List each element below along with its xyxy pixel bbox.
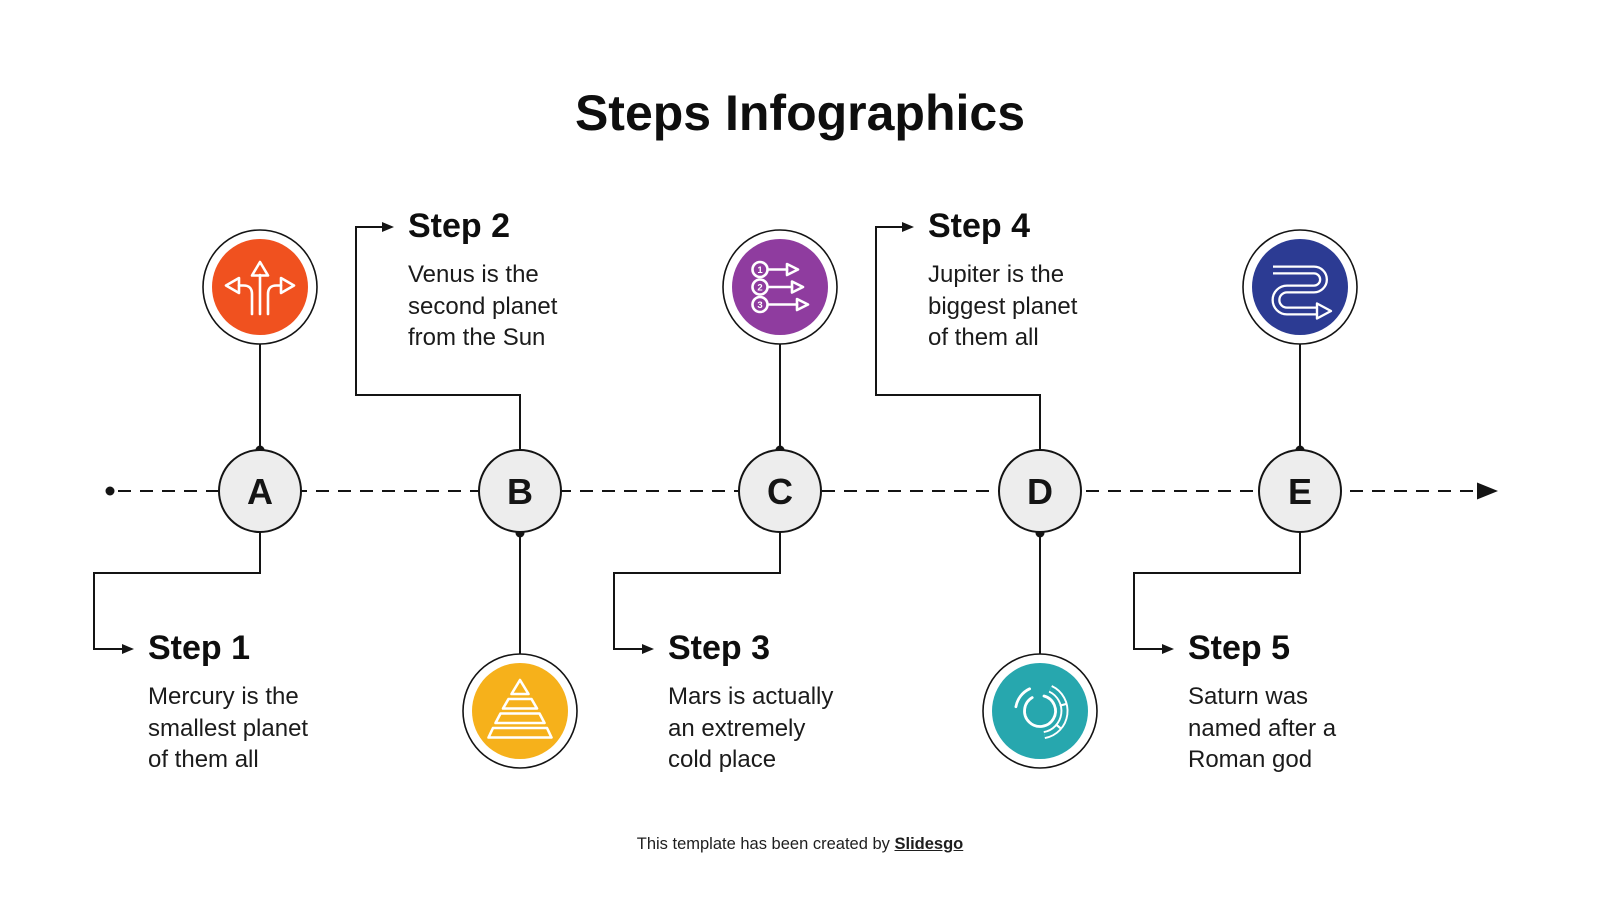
step-3-description: Mars is actually an extremely cold place	[668, 683, 834, 773]
elbow-connector	[875, 226, 1041, 450]
step-3-icon-badge: 1 2 3	[722, 229, 838, 345]
node-d-label: D	[1027, 471, 1053, 512]
elbow-arrow-icon	[122, 644, 134, 654]
step-4-icon-badge	[982, 653, 1098, 769]
branching-arrows-icon	[224, 260, 296, 316]
step-3-text-block: Step 3 Mars is actually an extremely col…	[668, 628, 918, 776]
step-2-group: B	[355, 222, 578, 769]
step-4-description: Jupiter is the biggest planet of them al…	[928, 261, 1078, 351]
step-5-description: Saturn was named after a Roman god	[1188, 683, 1337, 773]
step-5-icon-badge	[1242, 229, 1358, 345]
node-d	[998, 449, 1082, 533]
elbow-arrow-icon	[642, 644, 654, 654]
node-b	[478, 449, 562, 533]
elbow-arrow-icon	[1162, 644, 1174, 654]
svg-text:3: 3	[757, 300, 762, 311]
step-3-group: C 1 2 3	[613, 229, 838, 654]
slidesgo-link[interactable]: Slidesgo	[894, 835, 964, 853]
donut-segments-icon	[1014, 685, 1069, 740]
page-title: Steps Infographics	[574, 85, 1026, 141]
elbow-connector	[613, 532, 781, 650]
step-5-group: E	[1133, 229, 1358, 654]
winding-arrow-icon	[1271, 265, 1333, 320]
timeline-arrow-icon	[1477, 482, 1498, 500]
step-1-text-block: Step 1 Mercury is the smallest planet of…	[148, 628, 398, 776]
node-a	[218, 449, 302, 533]
icon-color-circle	[992, 663, 1088, 759]
step-5-text-block: Step 5 Saturn was named after a Roman go…	[1188, 628, 1438, 776]
elbow-connector	[1133, 532, 1301, 650]
step-4-group: D	[875, 222, 1098, 769]
footer-credit-text: This template has been created by	[636, 835, 895, 853]
node-e-label: E	[1288, 471, 1312, 512]
step-4-text-block: Step 4 Jupiter is the biggest planet of …	[928, 206, 1178, 354]
step-1-description: Mercury is the smallest planet of them a…	[148, 683, 309, 773]
step-4-title: Step 4	[928, 207, 1031, 245]
node-c-label: C	[767, 471, 793, 512]
step-2-text-block: Step 2 Venus is the second planet from t…	[408, 206, 658, 354]
elbow-connector	[93, 532, 261, 650]
step-3-title: Step 3	[668, 629, 771, 667]
elbow-connector	[355, 226, 521, 450]
footer-credit: This template has been created by Slides…	[0, 835, 1600, 854]
step-5-title: Step 5	[1188, 629, 1291, 667]
layered-pyramid-icon	[487, 678, 553, 739]
svg-text:1: 1	[757, 265, 763, 276]
step-1-title: Step 1	[148, 629, 251, 667]
elbow-arrow-icon	[902, 222, 914, 232]
timeline-start-dot	[105, 486, 115, 496]
svg-text:2: 2	[757, 282, 762, 293]
elbow-arrow-icon	[382, 222, 394, 232]
step-1-icon-badge	[202, 229, 318, 345]
step-1-group: A	[93, 229, 318, 654]
node-a-label: A	[247, 471, 273, 512]
node-b-label: B	[507, 471, 533, 512]
numbered-arrows-icon	[751, 260, 810, 314]
step-2-description: Venus is the second planet from the Sun	[408, 261, 558, 351]
step-2-icon-badge	[462, 653, 578, 769]
node-c	[738, 449, 822, 533]
step-2-title: Step 2	[408, 207, 511, 245]
node-e	[1258, 449, 1342, 533]
icon-color-circle	[472, 663, 568, 759]
numbered-arrows-digits: 1 2 3	[757, 265, 763, 311]
